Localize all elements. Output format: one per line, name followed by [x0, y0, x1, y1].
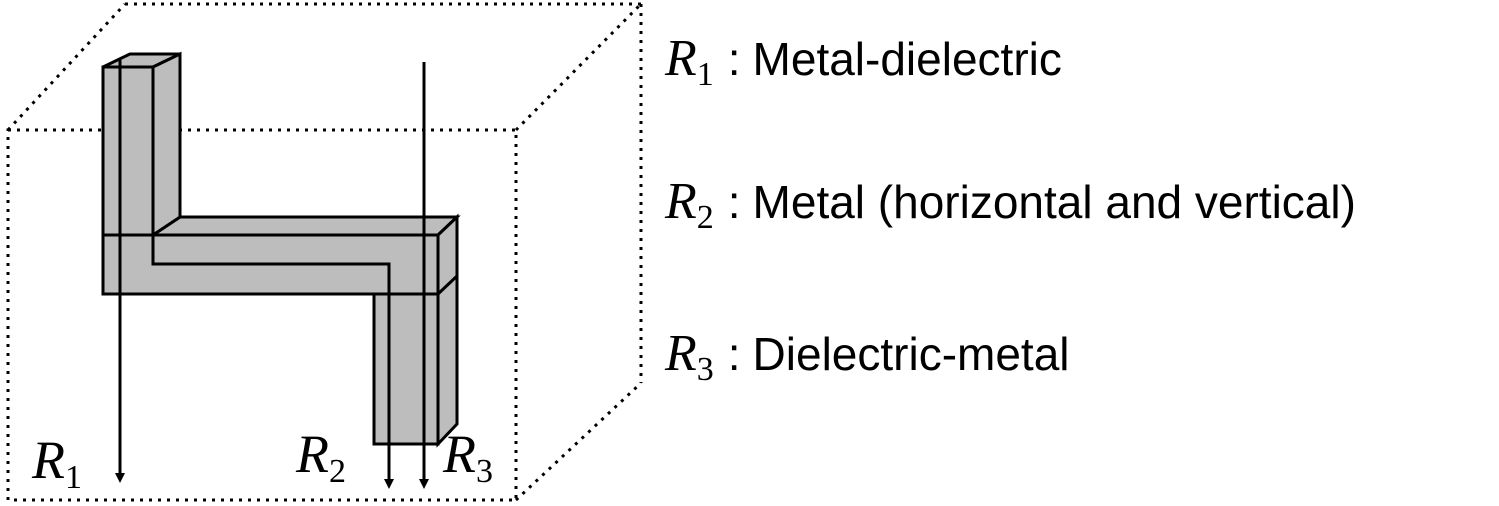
cube-front-face — [6, 128, 518, 502]
dotted-bounding-box — [6, 2, 643, 502]
inner-lines — [103, 67, 459, 444]
horizontal-bar-top-face — [148, 215, 461, 237]
via-side-face — [151, 51, 182, 238]
layer-boundary-side — [436, 274, 459, 296]
ray-labels: R1 R2 R3 — [31, 424, 493, 496]
legend-item-r2: R2:Metal (horizontal and vertical) — [664, 173, 1356, 236]
cube-edge-top-left — [6, 2, 127, 132]
inner-profile-line — [151, 67, 391, 444]
ray-label-r3: R3 — [442, 424, 493, 490]
legend-item-r1: R1:Metal-dielectric — [664, 30, 1062, 93]
legend-item-r3: R3:Dielectric-metal — [664, 325, 1070, 388]
legend: R1:Metal-dielectric R2:Metal (horizontal… — [664, 30, 1356, 388]
metal-interconnect — [101, 51, 461, 448]
cube-edge-top-right — [514, 2, 643, 132]
lower-via-side-face — [436, 213, 459, 448]
rays — [115, 60, 429, 489]
cube-edge-bottom-right — [514, 381, 643, 502]
ray-label-r1: R1 — [31, 430, 82, 496]
ray-label-r2: R2 — [295, 424, 346, 490]
